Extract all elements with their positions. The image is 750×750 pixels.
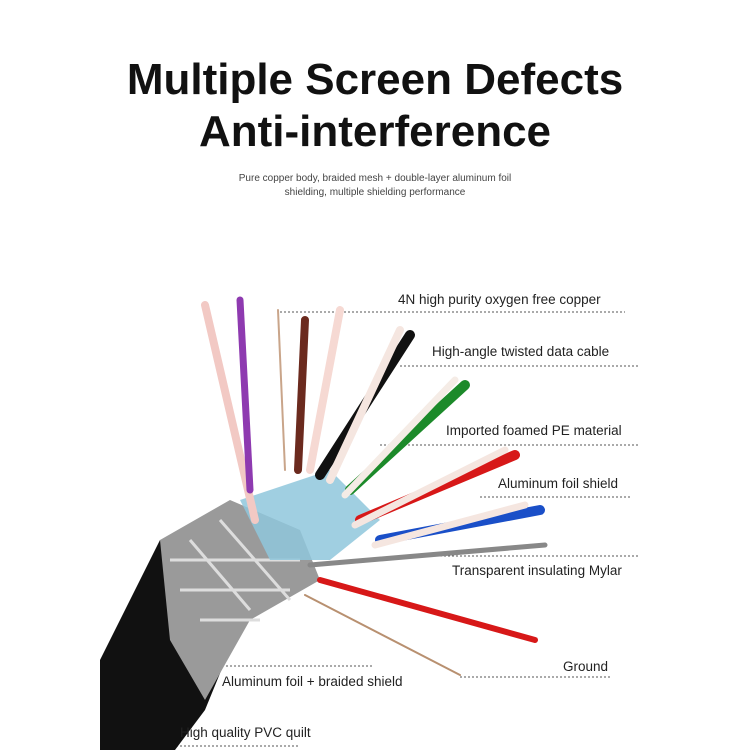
title-line-1: Multiple Screen Defects [126, 55, 624, 104]
wires [201, 296, 548, 676]
label-braided: Aluminum foil + braided shield [222, 674, 403, 689]
subtitle: Pure copper body, braided mesh + double-… [0, 172, 750, 200]
subtitle-line-2: shielding, multiple shielding performanc… [284, 187, 466, 198]
title-line-2: Anti-interference [198, 107, 552, 156]
label-twisted: High-angle twisted data cable [432, 344, 610, 359]
label-ground: Ground [563, 659, 609, 674]
label-foamed-pe: Imported foamed PE material [446, 423, 622, 438]
label-pvc: High quality PVC quilt [180, 725, 311, 740]
label-copper: 4N high purity oxygen free copper [398, 292, 601, 307]
label-foil: Aluminum foil shield [498, 476, 619, 491]
label-mylar: Transparent insulating Mylar [452, 563, 622, 578]
subtitle-line-1: Pure copper body, braided mesh + double-… [238, 173, 512, 184]
